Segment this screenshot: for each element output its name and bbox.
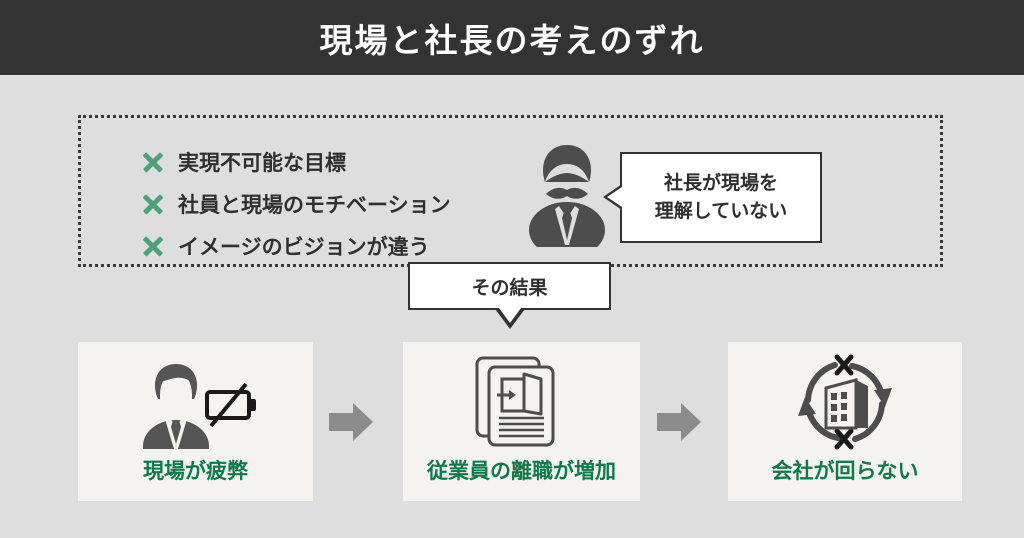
- outcome-card-turnover: 従業員の離職が増加: [403, 342, 640, 501]
- bullet-label: 実現不可能な目標: [178, 151, 346, 175]
- outcome-card-company-stalled: 会社が回らない: [728, 342, 962, 501]
- businessman-silhouette-icon: [521, 142, 613, 258]
- right-arrow-icon: [655, 400, 703, 444]
- bullet-label: 社員と現場のモチベーション: [178, 193, 451, 217]
- page-title: 現場と社長の考えのずれ: [319, 20, 705, 60]
- list-item: イメージのビジョンが違う: [140, 226, 540, 266]
- x-mark-icon: [140, 233, 166, 259]
- list-item: 実現不可能な目標: [140, 142, 540, 182]
- outcome-card-label: 会社が回らない: [771, 459, 919, 483]
- problem-bullet-list: 実現不可能な目標 社員と現場のモチベーション イメージのビジョンが違う: [140, 142, 540, 268]
- outcome-card-exhaustion: 現場が疲弊: [78, 342, 313, 501]
- speech-bubble-tail: [603, 184, 622, 210]
- broken-company-cycle-icon: [790, 354, 900, 449]
- bullet-label: イメージのビジョンが違う: [178, 235, 430, 259]
- result-callout: その結果: [408, 262, 611, 329]
- result-callout-tail: [494, 308, 525, 329]
- title-banner: 現場と社長の考えのずれ: [0, 0, 1024, 75]
- result-callout-label: その結果: [471, 276, 548, 299]
- list-item: 社員と現場のモチベーション: [140, 184, 540, 224]
- tired-employee-low-battery-icon: [131, 354, 261, 449]
- speech-bubble-line: 社長が現場を: [663, 171, 778, 194]
- speech-bubble-line: 理解していない: [654, 199, 788, 222]
- outcome-card-label: 現場が疲弊: [143, 459, 248, 483]
- right-arrow-icon: [327, 400, 375, 444]
- outcome-card-label: 従業員の離職が増加: [427, 459, 616, 483]
- x-mark-icon: [140, 191, 166, 217]
- x-mark-icon: [140, 149, 166, 175]
- resignation-documents-exit-door-icon: [469, 354, 574, 449]
- speech-bubble: 社長が現場を 理解していない: [603, 152, 822, 243]
